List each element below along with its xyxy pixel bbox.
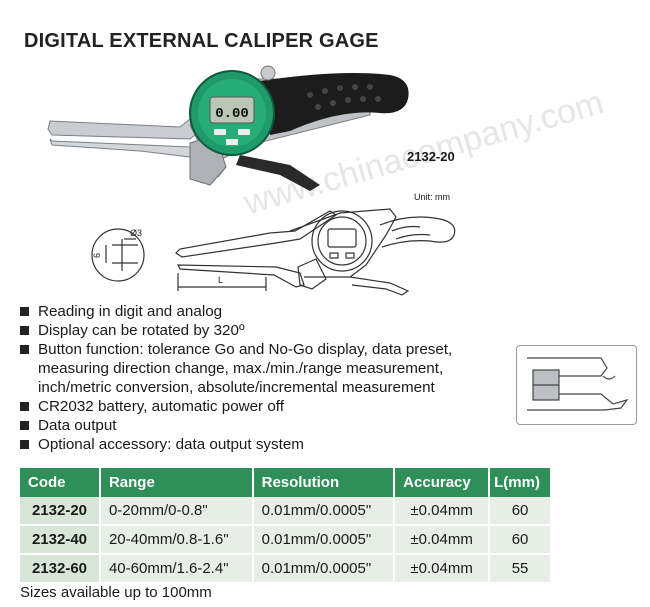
table-row: 2132-20 0-20mm/0-0.8" 0.01mm/0.0005" ±0.… [20,497,550,526]
bullet-icon [20,326,29,335]
dim-diameter: Ø3 [130,228,142,238]
spec-table: Code Range Resolution Accuracy L(mm) 213… [20,468,550,584]
unit-label: Unit: mm [414,192,450,202]
table-row: 2132-40 20-40mm/0.8-1.6" 0.01mm/0.0005" … [20,525,550,555]
bullet-icon [20,307,29,316]
accessory-image [516,345,637,425]
model-label: 2132-20 [407,149,455,164]
cell-length: 60 [489,525,550,555]
cell-resolution: 0.01mm/0.0005" [252,497,396,526]
cell-length: 60 [489,497,550,526]
cell-length: 55 [489,554,550,584]
cell-accuracy: ±0.04mm [394,554,491,584]
display-value: 0.00 [215,106,249,122]
feature-item: CR2032 battery, automatic power off [18,397,518,416]
table-row: 2132-60 40-60mm/1.6-2.4" 0.01mm/0.0005" … [20,554,550,584]
cell-accuracy: ±0.04mm [394,497,491,526]
feature-item: Button function: tolerance Go and No-Go … [18,340,518,397]
cell-accuracy: ±0.04mm [394,525,491,555]
product-photo: 0.00 [47,65,409,191]
header-resolution: Resolution [252,468,396,497]
feature-list: Reading in digit and analog Display can … [18,302,518,454]
cell-resolution: 0.01mm/0.0005" [252,525,396,555]
cell-resolution: 0.01mm/0.0005" [252,554,396,584]
header-length: L(mm) [489,468,550,497]
cell-range: 20-40mm/0.8-1.6" [99,525,254,555]
feature-item: Optional accessory: data output system [18,435,518,454]
sizes-note: Sizes available up to 100mm [20,584,212,601]
bullet-icon [20,402,29,411]
technical-drawing: Ø3 6 L [91,208,456,296]
cell-range: 0-20mm/0-0.8" [99,497,254,526]
bullet-icon [20,345,29,354]
feature-item: Display can be rotated by 320º [18,321,518,340]
feature-item: Reading in digit and analog [18,302,518,321]
accessory-drawing [527,357,629,411]
dim-height: 6 [92,253,102,258]
cell-range: 40-60mm/1.6-2.4" [99,554,254,584]
feature-item: Data output [18,416,518,435]
cell-code: 2132-60 [20,554,101,584]
table-header-row: Code Range Resolution Accuracy L(mm) [20,468,550,497]
dim-length: L [218,275,223,285]
header-code: Code [20,468,101,497]
page-title: DIGITAL EXTERNAL CALIPER GAGE [24,30,379,52]
cell-code: 2132-40 [20,525,101,555]
bullet-icon [20,421,29,430]
header-range: Range [99,468,254,497]
bullet-icon [20,440,29,449]
cell-code: 2132-20 [20,497,101,526]
header-accuracy: Accuracy [394,468,491,497]
